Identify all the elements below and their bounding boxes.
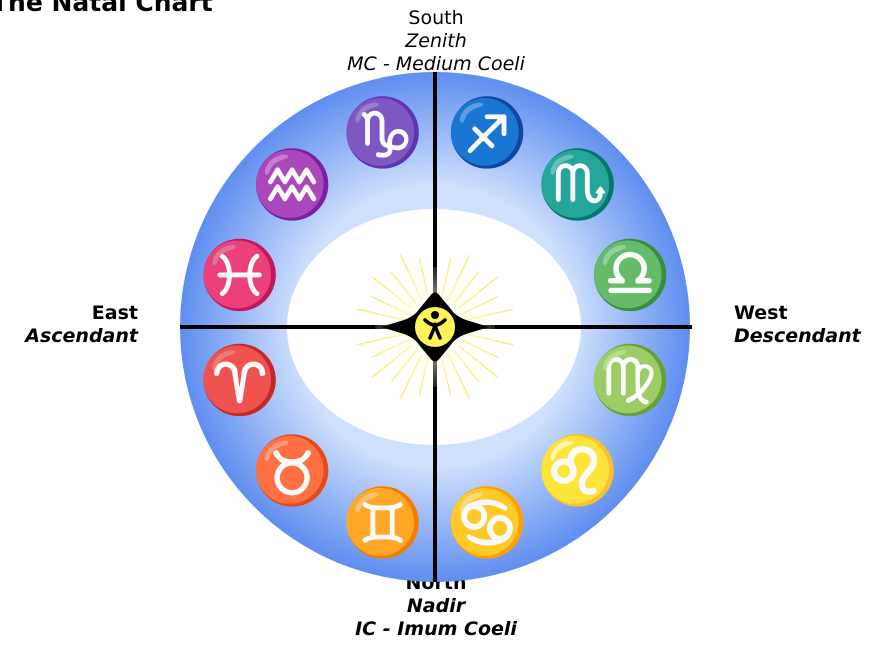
zodiac-taurus-icon: ♉ — [251, 431, 333, 509]
zodiac-sagittarius-icon: ♐ — [446, 93, 528, 171]
sun-figure-icon — [375, 267, 495, 387]
zodiac-pisces-icon: ♓ — [199, 236, 281, 314]
zodiac-aquarius-icon: ♒ — [251, 145, 333, 223]
zodiac-leo-icon: ♌ — [537, 431, 619, 509]
zodiac-virgo-icon: ♍ — [589, 340, 671, 418]
zodiac-capricorn-icon: ♑ — [342, 93, 424, 171]
zodiac-cancer-icon: ♋ — [446, 483, 528, 561]
zodiac-aries-icon: ♈ — [199, 340, 281, 418]
zodiac-libra-icon: ♎ — [589, 236, 671, 314]
zodiac-gemini-icon: ♊ — [342, 483, 424, 561]
zodiac-scorpio-icon: ♏ — [537, 145, 619, 223]
